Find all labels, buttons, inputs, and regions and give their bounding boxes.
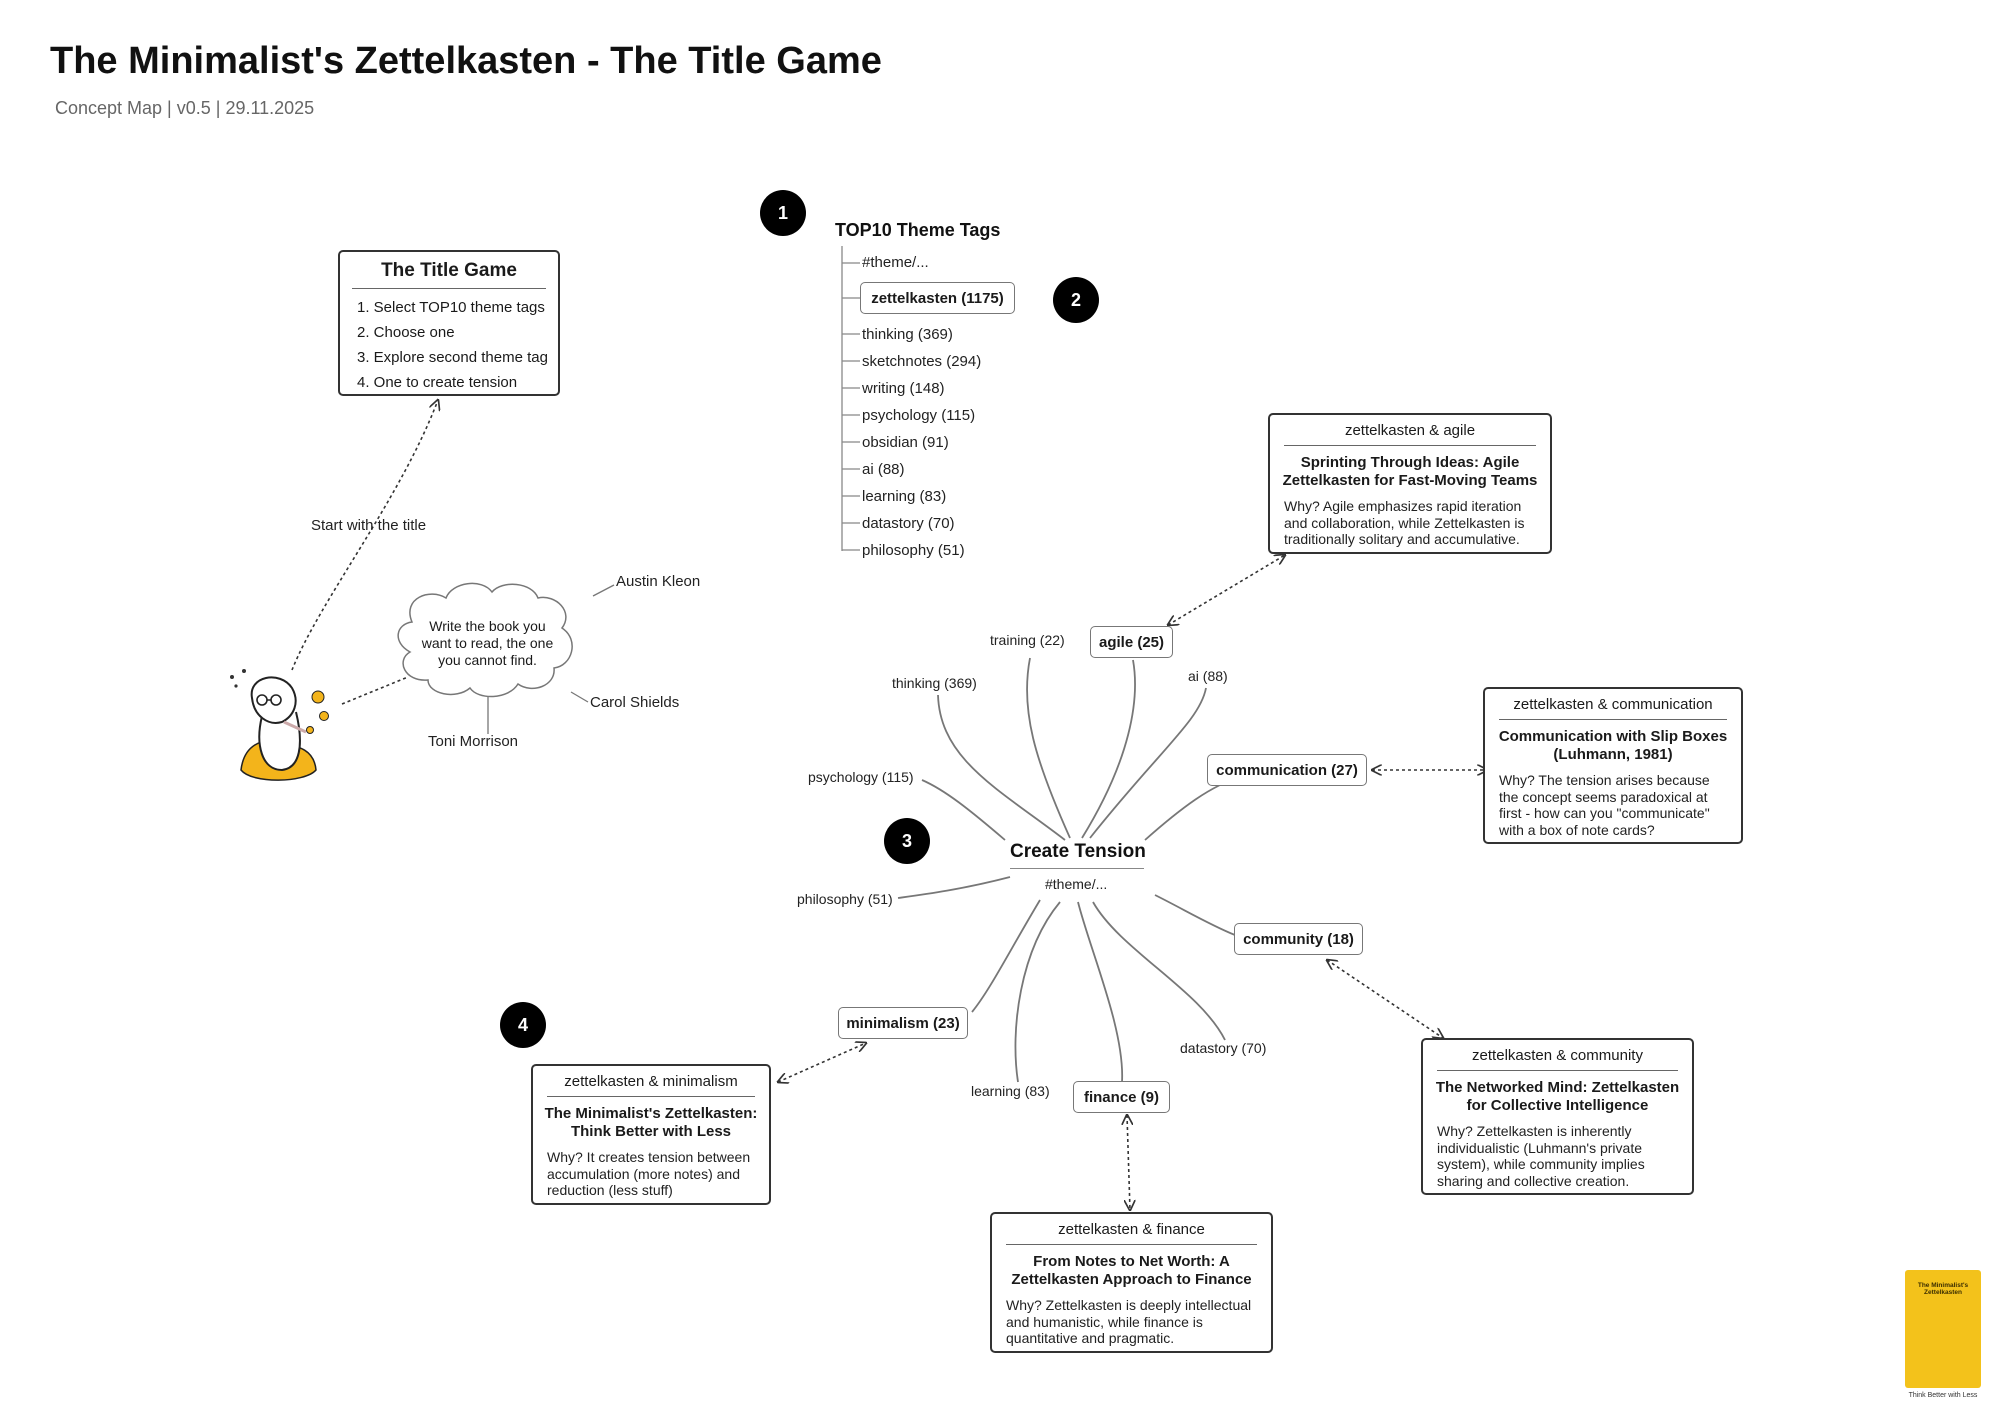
card-head: zettelkasten & community (1472, 1047, 1643, 1064)
top10-tag: philosophy (51) (862, 542, 965, 559)
step-badge-2: 2 (1053, 277, 1099, 323)
quote-author: Carol Shields (590, 694, 680, 711)
book-caption: Think Better with Less (1908, 1392, 1978, 1399)
page-subtitle: Concept Map | v0.5 | 29.11.2025 (55, 98, 315, 118)
tension-tag: datastory (70) (1180, 1040, 1267, 1056)
quote-text: Write the book you want to read, the one… (421, 618, 554, 668)
top10-selected-tag: zettelkasten (1175) (860, 282, 1015, 314)
title-game-step: 2. Choose one (357, 324, 455, 341)
top10-tag: sketchnotes (294) (862, 353, 982, 370)
quote-author-lines (487, 584, 615, 734)
quote-author: Austin Kleon (616, 573, 701, 590)
card-head: zettelkasten & agile (1344, 422, 1476, 439)
divider (547, 1096, 755, 1097)
card-head: zettelkasten & communication (1513, 696, 1713, 713)
card-title: Communication with Slip Boxes (Luhmann, … (1498, 728, 1728, 763)
start-arrow-label: Start with the title (311, 517, 427, 534)
divider (1499, 719, 1727, 720)
top10-tag: psychology (115) (862, 407, 976, 424)
quote-author: Toni Morrison (428, 733, 519, 750)
tension-tag-agile: agile (25) (1090, 626, 1173, 658)
card-why: Why? The tension arises because the conc… (1499, 772, 1710, 838)
card-title: The Networked Mind: Zettelkasten for Col… (1435, 1079, 1680, 1114)
tension-tag-communication: communication (27) (1207, 754, 1367, 786)
top10-tag: thinking (369) (862, 326, 953, 343)
book-cover: The Minimalist's Zettelkasten (1905, 1270, 1981, 1388)
quote-cloud (397, 582, 573, 698)
tension-tag-minimalism: minimalism (23) (838, 1007, 968, 1039)
card-title: The Minimalist's Zettelkasten: Think Bet… (544, 1105, 758, 1140)
tension-prefix: #theme/... (1045, 876, 1108, 892)
top10-tag: obsidian (91) (862, 434, 949, 451)
divider (1284, 445, 1536, 446)
top10-tag: writing (148) (862, 380, 945, 397)
title-game-box: The Title Game 1. Select TOP10 theme tag… (338, 250, 560, 396)
divider (1010, 868, 1144, 869)
card-why: Why? Agile emphasizes rapid iteration an… (1284, 498, 1525, 547)
thinker-illustration (230, 669, 329, 781)
step-badge-1: 1 (760, 190, 806, 236)
card-why: Why? Zettelkasten is deeply intellectual… (1006, 1297, 1252, 1346)
top10-prefix: #theme/... (862, 254, 929, 271)
card-community: zettelkasten & community The Networked M… (1421, 1038, 1694, 1195)
top10-tag: ai (88) (862, 461, 905, 478)
tension-tag-finance: finance (9) (1073, 1081, 1170, 1113)
card-why: Why? It creates tension between accumula… (547, 1149, 751, 1198)
tension-spokes (897, 657, 1236, 1083)
top10-title: TOP10 Theme Tags (835, 220, 1001, 240)
card-why: Why? Zettelkasten is inherently individu… (1437, 1123, 1645, 1189)
card-head: zettelkasten & finance (1058, 1221, 1205, 1238)
step-badge-4: 4 (500, 1002, 546, 1048)
top10-tag: datastory (70) (862, 515, 955, 532)
tension-tag-community: community (18) (1234, 923, 1363, 955)
tension-tag: learning (83) (971, 1083, 1050, 1099)
tension-tag: philosophy (51) (797, 891, 893, 907)
divider (352, 288, 546, 289)
book-cover-title: The Minimalist's Zettelkasten (1917, 1282, 1969, 1296)
tension-tag: ai (88) (1188, 668, 1228, 684)
title-game-heading: The Title Game (381, 260, 517, 281)
title-game-step: 1. Select TOP10 theme tags (357, 299, 545, 316)
card-agile: zettelkasten & agile Sprinting Through I… (1268, 413, 1552, 554)
tension-tag: psychology (115) (808, 769, 914, 785)
dotted-arrows (291, 400, 1487, 1210)
step-badge-3: 3 (884, 818, 930, 864)
tension-title: Create Tension (1010, 841, 1146, 862)
divider (1437, 1070, 1678, 1071)
top10-tag: learning (83) (862, 488, 947, 505)
top10-tree-lines (841, 246, 860, 551)
card-communication: zettelkasten & communication Communicati… (1483, 687, 1743, 844)
card-minimalism: zettelkasten & minimalism The Minimalist… (531, 1064, 771, 1205)
card-finance: zettelkasten & finance From Notes to Net… (990, 1212, 1273, 1353)
card-head: zettelkasten & minimalism (564, 1073, 738, 1090)
card-title: From Notes to Net Worth: A Zettelkasten … (1011, 1253, 1252, 1288)
tension-tag: training (22) (990, 632, 1065, 648)
page-title: The Minimalist's Zettelkasten - The Titl… (50, 40, 882, 82)
title-game-step: 3. Explore second theme tag (357, 349, 548, 366)
divider (1006, 1244, 1257, 1245)
title-game-step: 4. One to create tension (357, 374, 518, 391)
card-title: Sprinting Through Ideas: Agile Zettelkas… (1282, 454, 1538, 489)
tension-tag: thinking (369) (892, 675, 977, 691)
